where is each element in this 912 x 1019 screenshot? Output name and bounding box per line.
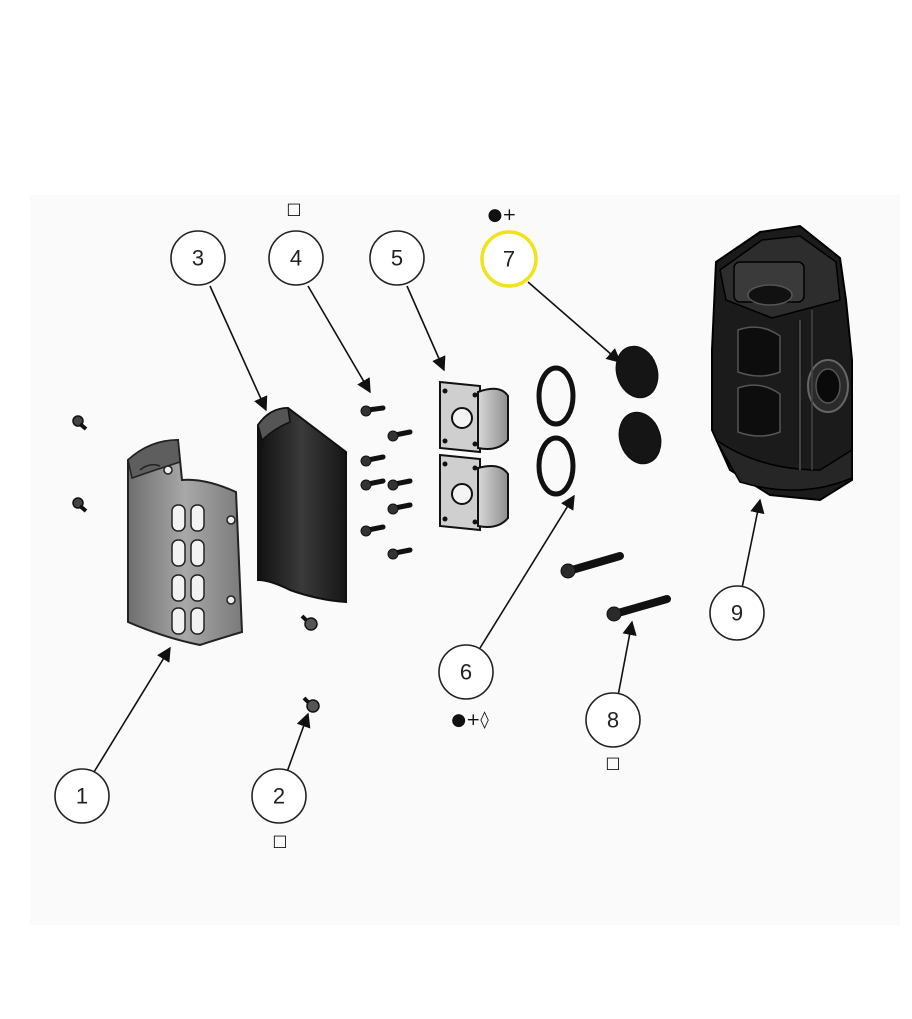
callout-9-label: 9: [731, 601, 743, 626]
part-5-adapters: [439, 380, 509, 532]
o-ring-upper: [536, 365, 576, 427]
adapter-lower: [439, 453, 509, 532]
mark-part-8: ☐: [605, 755, 620, 775]
part-6-o-rings: [536, 365, 576, 497]
leader-9: [741, 498, 765, 589]
callout-8-label: 8: [607, 708, 619, 733]
symbol-marks: ☐ ●+ ●+◊ ☐ ☐: [272, 201, 620, 853]
callout-4[interactable]: 4: [268, 230, 324, 286]
callout-2-label: 2: [273, 784, 285, 809]
callout-2[interactable]: 2: [251, 768, 307, 824]
leader-3: [209, 285, 268, 412]
part-2-screw-upper: [300, 614, 318, 631]
callout-8[interactable]: 8: [585, 692, 641, 748]
callout-1[interactable]: 1: [54, 768, 110, 824]
leader-1: [93, 646, 171, 773]
part-3-dark-sleeve: [257, 406, 347, 604]
part-1-grey-cover: [127, 438, 244, 647]
mark-part-4: ☐: [286, 201, 301, 221]
callout-5[interactable]: 5: [369, 230, 425, 286]
mark-part-2: ☐: [272, 833, 287, 853]
leader-lines: [93, 281, 765, 773]
callout-9[interactable]: 9: [709, 585, 765, 641]
part-7-seals: [615, 345, 662, 465]
o-ring-lower: [536, 435, 576, 497]
callout-7-label: 7: [503, 247, 515, 272]
callout-5-label: 5: [391, 246, 403, 271]
callout-1-label: 1: [76, 784, 88, 809]
seal-lower: [618, 411, 662, 465]
callout-4-label: 4: [290, 246, 302, 271]
callout-7[interactable]: 7: [480, 230, 538, 288]
part-4-screws: [360, 405, 413, 560]
callouts: 1 2 3 4 5 6 7: [54, 230, 765, 824]
small-screw-mid-left: [72, 497, 88, 513]
callout-3-label: 3: [192, 246, 204, 271]
seal-upper: [615, 345, 659, 399]
part-8-long-screws: [560, 552, 671, 622]
adapter-upper: [439, 380, 509, 454]
part-9-valve-body: [711, 224, 853, 502]
mark-part-7: ●+: [487, 205, 516, 225]
leader-4: [307, 285, 371, 394]
leader-5: [406, 285, 446, 372]
leader-7: [527, 281, 622, 363]
leader-6: [479, 494, 575, 649]
callout-3[interactable]: 3: [170, 230, 226, 286]
callout-6[interactable]: 6: [438, 644, 494, 700]
part-2-screw-lower: [302, 696, 320, 713]
small-screw-top-left: [72, 415, 88, 431]
mark-part-6: ●+◊: [451, 710, 489, 730]
callout-6-label: 6: [460, 660, 472, 685]
leader-8: [617, 620, 637, 697]
leader-2: [286, 712, 311, 773]
